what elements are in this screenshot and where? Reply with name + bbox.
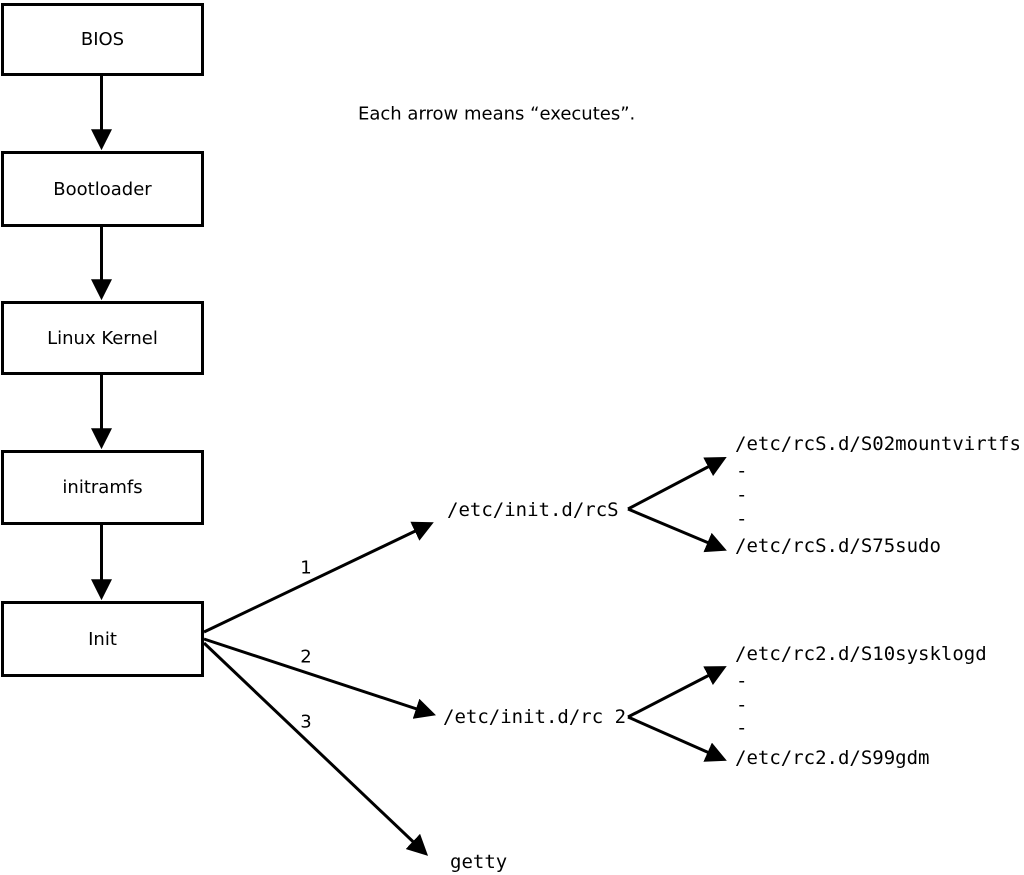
rc2-ellipsis-dash: -: [736, 694, 748, 716]
arrow-init-to-getty: [202, 641, 429, 856]
box-bootloader: Bootloader: [1, 151, 204, 227]
rc2-script-last: /etc/rc2.d/S99gdm: [735, 747, 930, 769]
arrow-rc2-to-first-script: [627, 666, 727, 719]
target-rc2: /etc/init.d/rc 2: [443, 706, 627, 728]
arrow-rcS-to-first-script: [627, 457, 727, 511]
rcS-script-first: /etc/rcS.d/S02mountvirtfs: [735, 433, 1021, 455]
rcS-ellipsis-dash: -: [736, 460, 748, 482]
branch-number-3: 3: [300, 711, 312, 733]
box-linux-kernel: Linux Kernel: [1, 301, 204, 375]
target-rcS: /etc/init.d/rcS: [447, 499, 619, 521]
box-init: Init: [1, 601, 204, 677]
branch-number-2: 2: [300, 646, 312, 668]
box-bootloader-label: Bootloader: [53, 178, 152, 200]
rc2-script-first: /etc/rc2.d/S10sysklogd: [735, 643, 987, 665]
rcS-ellipsis-dash: -: [736, 484, 748, 506]
arrow-rc2-to-last-script: [627, 715, 727, 762]
legend-note: Each arrow means “executes”.: [358, 103, 636, 125]
rcS-script-last: /etc/rcS.d/S75sudo: [735, 535, 941, 557]
box-bios-label: BIOS: [80, 29, 125, 50]
box-bios: BIOS: [1, 3, 204, 76]
branch-number-1: 1: [300, 557, 312, 579]
box-initramfs-label: initramfs: [62, 477, 143, 498]
box-initramfs: initramfs: [1, 450, 204, 525]
rc2-ellipsis-dash: -: [736, 717, 748, 739]
arrow-init-to-rc2: [203, 637, 436, 719]
box-linux-kernel-label: Linux Kernel: [47, 327, 158, 349]
target-getty: getty: [450, 851, 508, 873]
rcS-ellipsis-dash: -: [736, 508, 748, 530]
box-init-label: Init: [88, 628, 117, 650]
arrow-init-to-rcS: [203, 521, 434, 634]
rc2-ellipsis-dash: -: [736, 670, 748, 692]
arrow-rcS-to-last-script: [627, 507, 727, 553]
